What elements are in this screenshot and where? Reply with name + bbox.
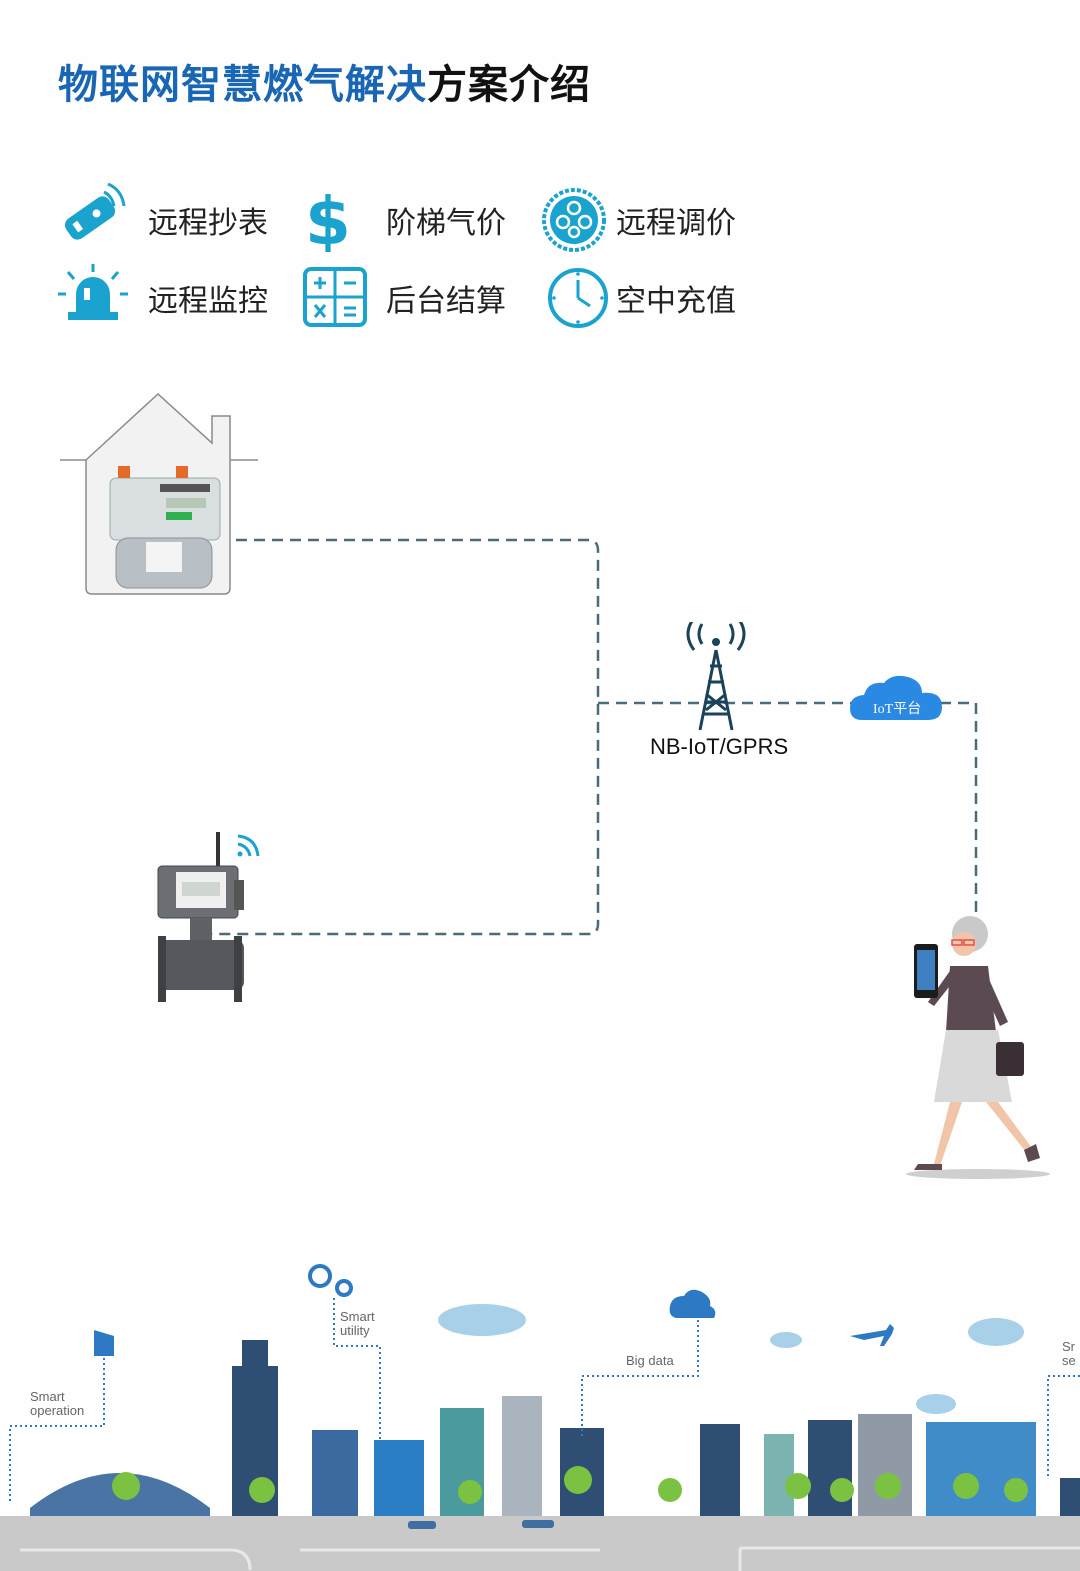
dollar-icon: $ <box>305 186 351 252</box>
tower-label: NB-IoT/GPRS <box>650 734 789 759</box>
calculator-icon <box>303 267 367 327</box>
page-title: 物联网智慧燃气解决方案介绍 <box>58 52 591 110</box>
airplane-icon <box>850 1324 894 1346</box>
label-big-data: Big data <box>626 1353 674 1368</box>
smart-city-skyline <box>0 1264 1080 1571</box>
user-with-phone <box>906 916 1050 1179</box>
feature-tiered-pricing: 阶梯气价 <box>386 206 506 241</box>
valve-controller <box>157 832 260 1002</box>
car-2 <box>522 1520 554 1528</box>
feature-remote-price-adjust: 远程调价 <box>616 206 736 241</box>
remote-key-icon <box>64 182 126 240</box>
big-data-cloud-icon <box>669 1289 716 1318</box>
title-part2: 方案介绍 <box>427 62 591 108</box>
feature-remote-reading: 远程抄表 <box>148 206 268 241</box>
feature-air-recharge: 空中充值 <box>616 284 736 319</box>
feature-backend-settlement: 后台结算 <box>386 284 506 319</box>
car-1 <box>408 1521 436 1529</box>
title-part1: 物联网智慧燃气解决 <box>58 62 427 108</box>
hand-touch-icon <box>94 1330 114 1356</box>
alarm-light-icon <box>58 264 128 320</box>
cloud-label: IoT平台 <box>873 702 922 717</box>
iot-cloud-icon <box>850 675 942 720</box>
clock-icon <box>548 268 608 328</box>
gas-meter <box>109 466 221 589</box>
gear-circle-icon <box>542 188 606 252</box>
svg-text:$: $ <box>305 186 351 252</box>
house-gas-meter <box>60 392 258 595</box>
gears-icon <box>308 1264 353 1297</box>
feature-remote-monitoring: 远程监控 <box>148 284 268 319</box>
meter-valve-link <box>210 538 600 936</box>
cell-tower-icon <box>686 622 746 731</box>
